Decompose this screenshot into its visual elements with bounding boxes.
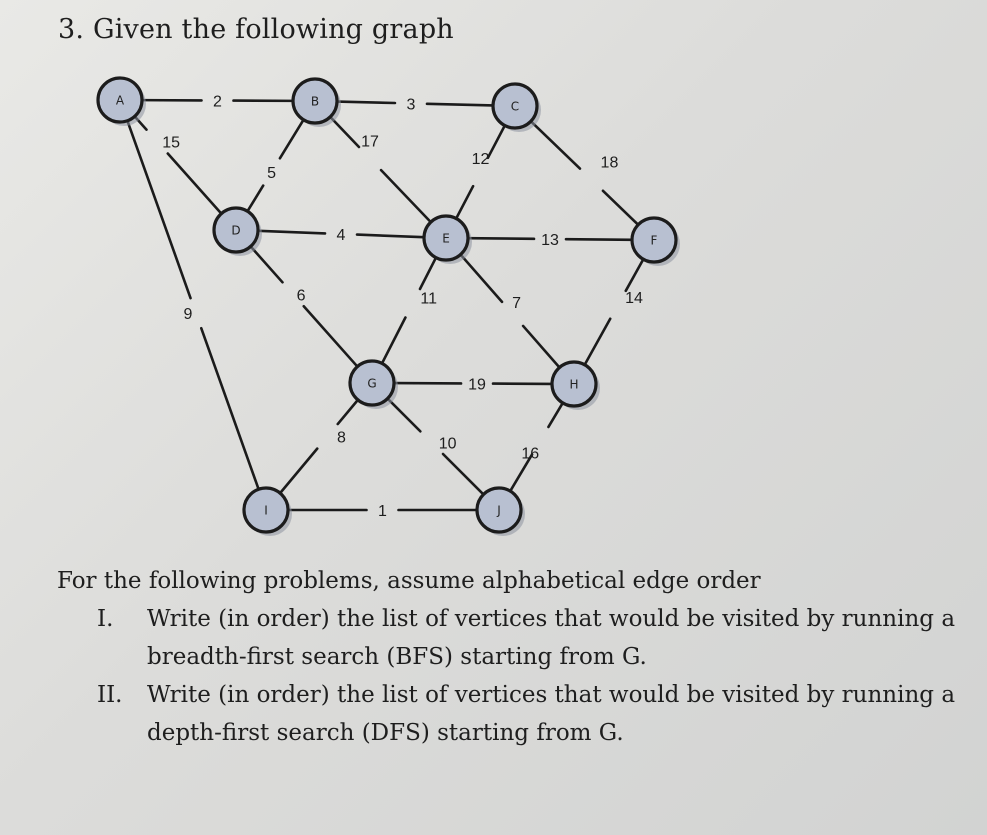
edge-h-j: [508, 453, 534, 493]
problem-text-line: breadth-first search (BFS) starting from…: [147, 644, 647, 670]
node-a: A: [96, 76, 146, 126]
edge-weight-label: 7: [512, 295, 521, 312]
edge-weight-label: 8: [337, 429, 346, 446]
node-label: H: [569, 378, 578, 392]
node-circle: [96, 76, 144, 124]
node-circle: [348, 359, 396, 407]
node-i: I: [242, 486, 292, 536]
problem-heading: 3. Given the following graph: [58, 14, 454, 45]
node-circle: [242, 486, 290, 534]
edge-e-g: [380, 316, 407, 365]
edge-b-e: [328, 115, 361, 149]
node-e: E: [422, 214, 472, 264]
node-d: D: [212, 206, 262, 256]
node-circle: [491, 82, 539, 130]
edge-g-i: [278, 447, 319, 495]
edge-e-f: [466, 236, 536, 241]
node-circle: [422, 214, 470, 262]
edge-weight-label: 4: [337, 227, 346, 244]
edge-c-e: [454, 184, 475, 220]
edge-d-e: [355, 233, 426, 239]
node-circle: [212, 206, 260, 254]
weighted-graph-diagram: 2 3 15 9 5 17 12 18 4 13 6 11 7 14 19 8 10 16 1 A B C D E F G H I J: [96, 76, 680, 536]
node-label: G: [367, 377, 376, 391]
node-j: J: [475, 486, 525, 536]
edge-c-f: [601, 189, 640, 227]
edge-weight-label: 9: [183, 306, 192, 323]
edge-weight-label: 10: [439, 436, 457, 453]
problem-text-line: depth-first search (DFS) starting from G…: [147, 720, 624, 746]
edge-h-j: [547, 401, 565, 429]
edge-g-j: [386, 397, 422, 433]
node-label: E: [442, 232, 450, 246]
edge-weight-label: 14: [625, 290, 643, 307]
edge-weight-label: 19: [468, 377, 486, 394]
edge-a-d: [166, 152, 223, 215]
node-c: C: [491, 82, 541, 132]
edge-a-i: [199, 326, 260, 491]
edges-group: 2 3 15 9 5 17 12 18 4 13 6 11 7 14 19 8 10 16 1: [126, 94, 645, 520]
edge-weight-label: 2: [213, 94, 222, 111]
edge-weight-label: 5: [267, 165, 276, 182]
node-g: G: [348, 359, 398, 409]
edge-b-d: [278, 118, 305, 160]
node-circle: [475, 486, 523, 534]
edge-e-g: [418, 256, 438, 291]
edge-e-h: [459, 253, 504, 304]
edge-weight-label: 18: [601, 155, 619, 172]
problem-item-2: II. Write (in order) the list of vertice…: [57, 676, 982, 752]
edge-weight-label: 16: [521, 446, 539, 463]
edge-weight-label: 1: [378, 503, 387, 520]
edge-d-g: [302, 304, 359, 368]
node-label: D: [231, 224, 240, 238]
problem-item-1: I. Write (in order) the list of vertices…: [57, 600, 982, 676]
edge-d-e: [256, 229, 327, 235]
edge-b-d: [246, 184, 265, 213]
node-label: A: [116, 94, 125, 108]
node-label: F: [651, 234, 658, 248]
problem-text-line: Write (in order) the list of vertices th…: [147, 606, 956, 632]
edge-weight-label: 17: [361, 134, 379, 151]
edge-f-h: [583, 317, 612, 367]
node-label: B: [311, 95, 319, 109]
edge-weight-label: 3: [407, 96, 416, 113]
problem-text-line: Write (in order) the list of vertices th…: [147, 682, 956, 708]
edge-weight-label: 12: [472, 151, 490, 168]
node-f: F: [630, 216, 680, 266]
problem-section: For the following problems, assume alpha…: [57, 562, 982, 752]
edge-d-g: [249, 245, 284, 284]
problem-number: I.: [97, 606, 114, 632]
node-label: I: [264, 504, 268, 518]
edge-e-h: [521, 324, 561, 369]
edge-c-e: [486, 124, 507, 160]
node-h: H: [550, 360, 600, 410]
edge-g-j: [441, 452, 485, 496]
edge-e-f: [564, 237, 634, 242]
edge-b-c: [425, 102, 495, 107]
edge-f-h: [624, 257, 645, 293]
problem-number: II.: [97, 682, 123, 708]
node-circle: [550, 360, 598, 408]
node-circle: [630, 216, 678, 264]
edge-weight-label: 13: [541, 232, 559, 249]
node-circle: [291, 77, 339, 125]
node-label: J: [496, 504, 501, 518]
edge-weight-label: 15: [162, 135, 180, 152]
edge-weight-label: 11: [420, 290, 437, 307]
edge-c-f: [529, 119, 582, 170]
edge-g-i: [336, 398, 360, 426]
edge-b-c: [335, 100, 397, 105]
node-b: B: [291, 77, 341, 127]
node-label: C: [511, 100, 519, 114]
problem-intro: For the following problems, assume alpha…: [57, 568, 761, 594]
edge-b-e: [379, 168, 433, 224]
edge-weight-label: 6: [297, 287, 306, 304]
edge-a-i: [126, 119, 192, 300]
